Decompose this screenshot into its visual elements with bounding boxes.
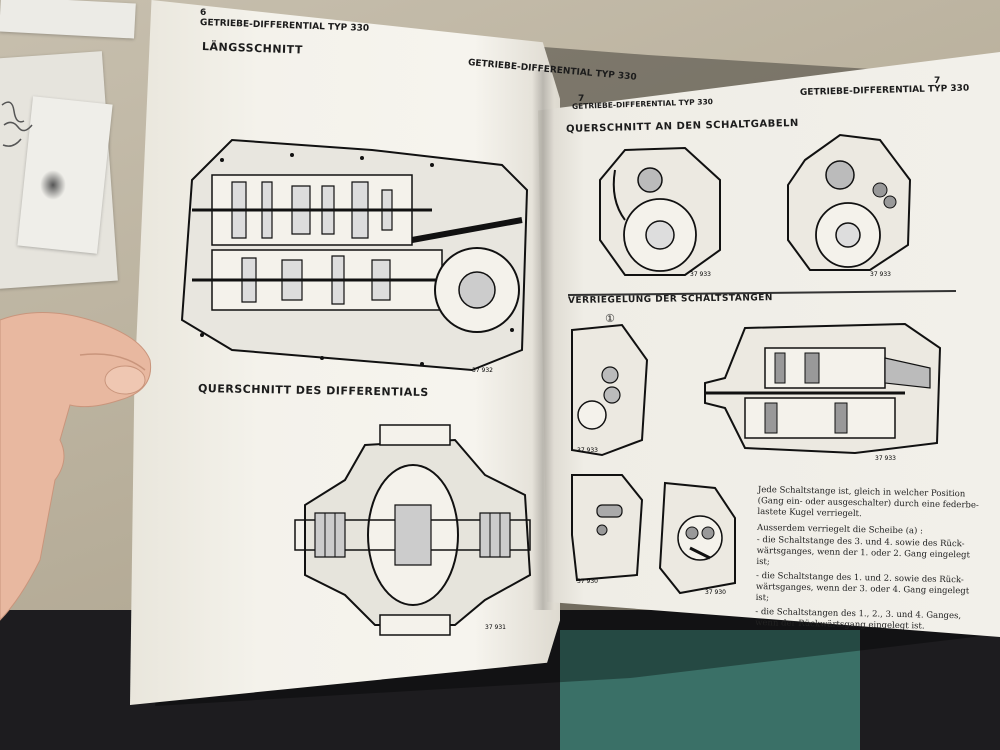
- handwriting-scribble: [0, 95, 40, 175]
- shift-fork-section-a-drawing: 37 933: [595, 140, 725, 278]
- text-line-3: lastete Kugel verriegelt.: [757, 506, 862, 520]
- text-line-7: ist;: [756, 556, 770, 568]
- smudge: [40, 170, 66, 200]
- figure-number-1: 37 932: [472, 367, 493, 374]
- figure-number-7: 37 930: [577, 578, 598, 585]
- callout-1: ①: [605, 312, 615, 325]
- differential-cross-section-drawing: 37 931: [295, 425, 535, 635]
- figure-number-5: 37 933: [577, 447, 598, 454]
- figure-number-4: 37 933: [870, 271, 891, 278]
- figure-number-8: 37 930: [705, 589, 726, 596]
- interlock-section-b-drawing: 37 933: [705, 318, 945, 462]
- interlock-section-c-drawing: 37 930: [572, 475, 647, 585]
- longitudinal-section-drawing: 37 932: [172, 120, 532, 374]
- right-page-number: 7: [934, 76, 941, 86]
- book-gutter: [532, 70, 554, 610]
- right-side-marker: 7: [578, 94, 585, 104]
- text-line-10: ist;: [755, 592, 770, 604]
- figure-number-6: 37 933: [875, 455, 896, 462]
- hand: [0, 312, 152, 621]
- interlock-section-a-drawing: 37 933: [572, 320, 652, 460]
- interlock-section-d-drawing: 37 930: [660, 478, 740, 596]
- teal-cloth: [560, 630, 860, 750]
- left-page-number: 6: [200, 8, 207, 18]
- figure-number-3: 37 933: [690, 271, 711, 278]
- shift-fork-section-b-drawing: 37 933: [780, 130, 920, 278]
- figure-number-2: 37 931: [485, 624, 506, 631]
